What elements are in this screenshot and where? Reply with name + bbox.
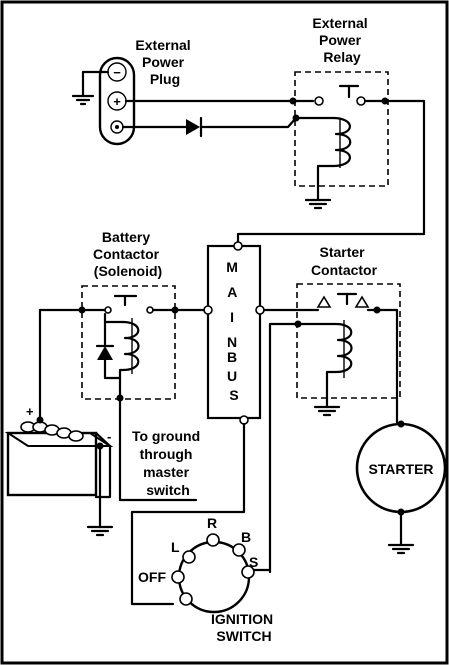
battery-contactor-contacts <box>38 294 206 314</box>
ground-symbol-plug <box>71 70 110 106</box>
plug-plus-symbol: + <box>113 94 121 109</box>
ignition-b-label: B <box>241 529 251 545</box>
external-power-plug-label: External Power Plug <box>135 37 194 87</box>
ignition-l-label: L <box>171 539 180 555</box>
terminal-b <box>232 543 246 557</box>
terminal-off <box>171 570 185 584</box>
ignition-r-label: R <box>207 515 217 531</box>
starter-label: STARTER <box>368 461 433 477</box>
battery-minus-label: - <box>107 429 111 444</box>
wire-diode-to-relay-coil <box>199 116 298 129</box>
battery-contactor-box <box>81 285 176 400</box>
ignition-s-label: S <box>249 554 258 570</box>
starter-contactor-label: Starter Contactor <box>311 244 378 278</box>
wire-bus-to-ignition <box>130 422 246 606</box>
external-relay-contacts <box>289 84 389 106</box>
external-relay-coil <box>292 114 352 178</box>
battery <box>4 416 114 499</box>
wire-relay-to-main-bus <box>236 99 426 245</box>
terminal-lower <box>179 592 193 606</box>
ground-note-label: To ground through master switch <box>132 428 204 498</box>
external-power-relay-box <box>294 71 389 187</box>
battery-contactor-label: Battery Contactor (Solenoid) <box>93 229 163 279</box>
battery-contactor-coil <box>95 312 140 380</box>
terminal-r <box>206 533 220 547</box>
ignition-off-label: OFF <box>138 569 166 585</box>
plug-minus-symbol: − <box>113 65 121 80</box>
wire-battery-contactor-ground <box>118 376 198 502</box>
battery-plus-label: + <box>26 404 34 419</box>
starter-contactor-contacts <box>262 292 399 424</box>
ground-symbol-battery <box>86 444 114 537</box>
ground-symbol-relay <box>304 174 332 210</box>
starter-contactor-coil <box>268 320 353 574</box>
ignition-switch-terminals <box>171 533 255 606</box>
terminal-s <box>241 565 255 579</box>
ground-symbol-starter-contactor <box>313 380 341 417</box>
diode-external <box>186 116 203 138</box>
external-power-relay-label: External Power Relay <box>312 15 371 65</box>
terminal-l <box>182 550 196 564</box>
ignition-switch-label: IGNITION SWITCH <box>211 611 277 644</box>
main-bus-label: M A I N B U S <box>226 259 242 403</box>
ground-symbol-starter <box>387 510 415 555</box>
battery-cells <box>20 421 84 442</box>
starter-contactor-box <box>296 283 401 399</box>
